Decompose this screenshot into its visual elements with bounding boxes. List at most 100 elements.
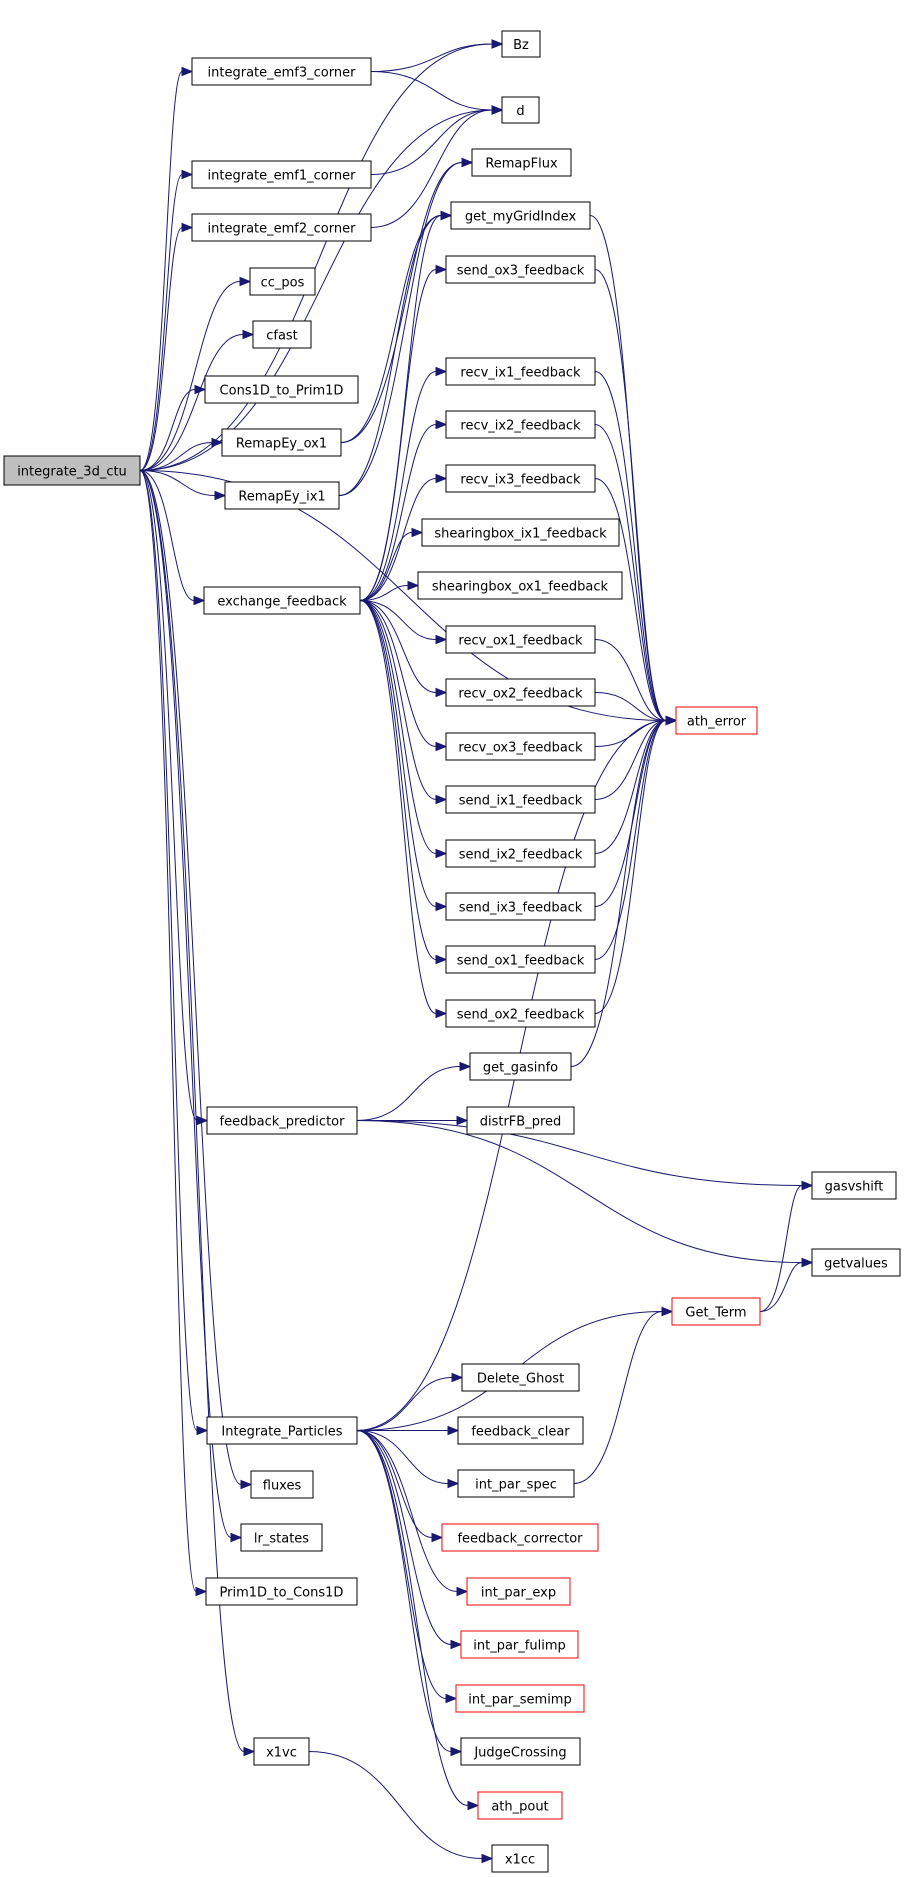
node-sendix2[interactable]: send_ix2_feedback <box>445 839 596 868</box>
node-recvox3[interactable]: recv_ox3_feedback <box>445 732 596 761</box>
node-sendox3[interactable]: send_ox3_feedback <box>445 255 596 284</box>
edge-line <box>356 1430 458 1592</box>
edge-arrowhead <box>456 1586 469 1597</box>
node-intparfulimp[interactable]: int_par_fulimp <box>460 1630 579 1659</box>
node-label: send_ox3_feedback <box>457 264 585 279</box>
node-remapox1[interactable]: RemapEy_ox1 <box>221 428 342 457</box>
node-box <box>252 320 312 349</box>
edge-intpart-to-delghost <box>356 1372 464 1431</box>
edge-arrowhead <box>801 1257 814 1268</box>
edge-line <box>139 470 197 1592</box>
edge-line <box>139 470 195 601</box>
edge-root-to-cons1d <box>139 384 207 471</box>
node-emf3[interactable]: integrate_emf3_corner <box>191 57 372 86</box>
node-box <box>445 785 596 814</box>
node-delghost[interactable]: Delete_Ghost <box>461 1363 580 1392</box>
node-athpout[interactable]: ath_pout <box>477 1791 563 1820</box>
edge-root-to-remapox1 <box>139 437 224 471</box>
edge-getterm-to-getvalues <box>759 1257 814 1312</box>
node-sendox1[interactable]: send_ox1_feedback <box>445 945 596 974</box>
node-distr[interactable]: distrFB_pred <box>466 1106 575 1135</box>
node-label: x1vc <box>266 1746 297 1761</box>
node-box <box>253 1737 310 1766</box>
node-atherror[interactable]: ath_error <box>675 706 758 735</box>
call-graph-edges <box>139 39 814 1864</box>
node-label: Prim1D_to_Cons1D <box>220 1586 344 1601</box>
node-getvalues[interactable]: getvalues <box>811 1248 901 1277</box>
node-remapflux[interactable]: RemapFlux <box>471 148 572 177</box>
node-recvox1[interactable]: recv_ox1_feedback <box>445 625 596 654</box>
node-label: int_par_spec <box>475 1478 557 1493</box>
node-gasvshift[interactable]: gasvshift <box>811 1171 897 1200</box>
node-intparsemimp[interactable]: int_par_semimp <box>455 1684 585 1713</box>
node-exfb[interactable]: exchange_feedback <box>203 586 361 615</box>
node-cfast[interactable]: cfast <box>252 320 312 349</box>
node-label: shearingbox_ix1_feedback <box>434 527 607 542</box>
edge-sendox3-to-atherror <box>594 269 678 726</box>
node-judge[interactable]: JudgeCrossing <box>460 1737 581 1766</box>
node-label: shearingbox_ox1_feedback <box>432 580 609 595</box>
node-getgas[interactable]: get_gasinfo <box>469 1052 572 1081</box>
node-label: RemapFlux <box>485 157 558 172</box>
node-x1cc[interactable]: x1cc <box>491 1844 549 1873</box>
edge-line <box>359 600 437 907</box>
edge-line <box>356 1430 433 1538</box>
node-label: recv_ox2_feedback <box>458 687 583 702</box>
node-getgrid[interactable]: get_myGridIndex <box>450 201 591 230</box>
node-sbox1[interactable]: shearingbox_ox1_feedback <box>417 571 623 600</box>
edge-line <box>139 109 493 471</box>
edge-remapox1-to-getgrid <box>340 210 453 443</box>
node-recvix2[interactable]: recv_ix2_feedback <box>445 410 596 439</box>
node-root[interactable]: integrate_3d_ctu <box>3 455 141 486</box>
edge-arrowhead <box>435 419 448 430</box>
node-emf1[interactable]: integrate_emf1_corner <box>191 160 372 189</box>
node-emf2[interactable]: integrate_emf2_corner <box>191 213 372 242</box>
node-prim1d[interactable]: Prim1D_to_Cons1D <box>205 1577 358 1606</box>
node-bz[interactable]: Bz <box>501 30 541 58</box>
node-intparspec[interactable]: int_par_spec <box>457 1469 575 1498</box>
node-recvix1[interactable]: recv_ix1_feedback <box>445 357 596 386</box>
node-getterm[interactable]: Get_Term <box>671 1297 761 1326</box>
node-x1vc[interactable]: x1vc <box>253 1737 310 1766</box>
edge-root-to-fluxes <box>139 470 253 1490</box>
edge-root-to-cfast <box>139 329 255 471</box>
node-fbclear[interactable]: feedback_clear <box>457 1416 584 1445</box>
edge-line <box>594 692 667 721</box>
edge-arrowhead <box>440 210 453 221</box>
node-cons1d[interactable]: Cons1D_to_Prim1D <box>204 375 359 404</box>
node-recvox2[interactable]: recv_ox2_feedback <box>445 678 596 707</box>
edge-line <box>356 1120 803 1186</box>
edge-line <box>594 720 667 854</box>
node-label: send_ox2_feedback <box>457 1008 585 1023</box>
node-intpart[interactable]: Integrate_Particles <box>206 1416 358 1445</box>
node-recvix3[interactable]: recv_ix3_feedback <box>445 464 596 493</box>
node-box <box>445 678 596 707</box>
node-label: Integrate_Particles <box>221 1425 342 1440</box>
node-fluxes[interactable]: fluxes <box>250 1470 314 1499</box>
edge-line <box>338 215 442 496</box>
edge-arrowhead <box>435 473 448 484</box>
node-fbpred[interactable]: feedback_predictor <box>206 1106 358 1135</box>
node-label: lr_states <box>254 1532 309 1547</box>
node-d[interactable]: d <box>501 96 540 124</box>
node-box <box>455 1684 585 1713</box>
edge-line <box>356 1430 447 1699</box>
node-remapix1[interactable]: RemapEy_ix1 <box>224 481 340 510</box>
node-box <box>250 1470 314 1499</box>
edge-arrowhead <box>447 1478 460 1489</box>
node-sbix1[interactable]: shearingbox_ix1_feedback <box>421 518 620 547</box>
node-label: Bz <box>513 38 529 53</box>
node-sendix3[interactable]: send_ix3_feedback <box>445 892 596 921</box>
edge-arrowhead <box>195 1586 208 1597</box>
node-sendix1[interactable]: send_ix1_feedback <box>445 785 596 814</box>
node-sendox2[interactable]: send_ox2_feedback <box>445 999 596 1028</box>
node-label: cfast <box>266 329 298 344</box>
edge-exfb-to-sbix1 <box>359 527 424 601</box>
edge-root-to-ccpos <box>139 276 252 471</box>
node-label: JudgeCrossing <box>473 1746 566 1761</box>
node-ccpos[interactable]: cc_pos <box>249 267 316 296</box>
node-intparexp[interactable]: int_par_exp <box>466 1577 571 1606</box>
node-lrstates[interactable]: lr_states <box>240 1523 323 1552</box>
node-fbcorr[interactable]: feedback_corrector <box>441 1523 599 1552</box>
node-box <box>445 255 596 284</box>
